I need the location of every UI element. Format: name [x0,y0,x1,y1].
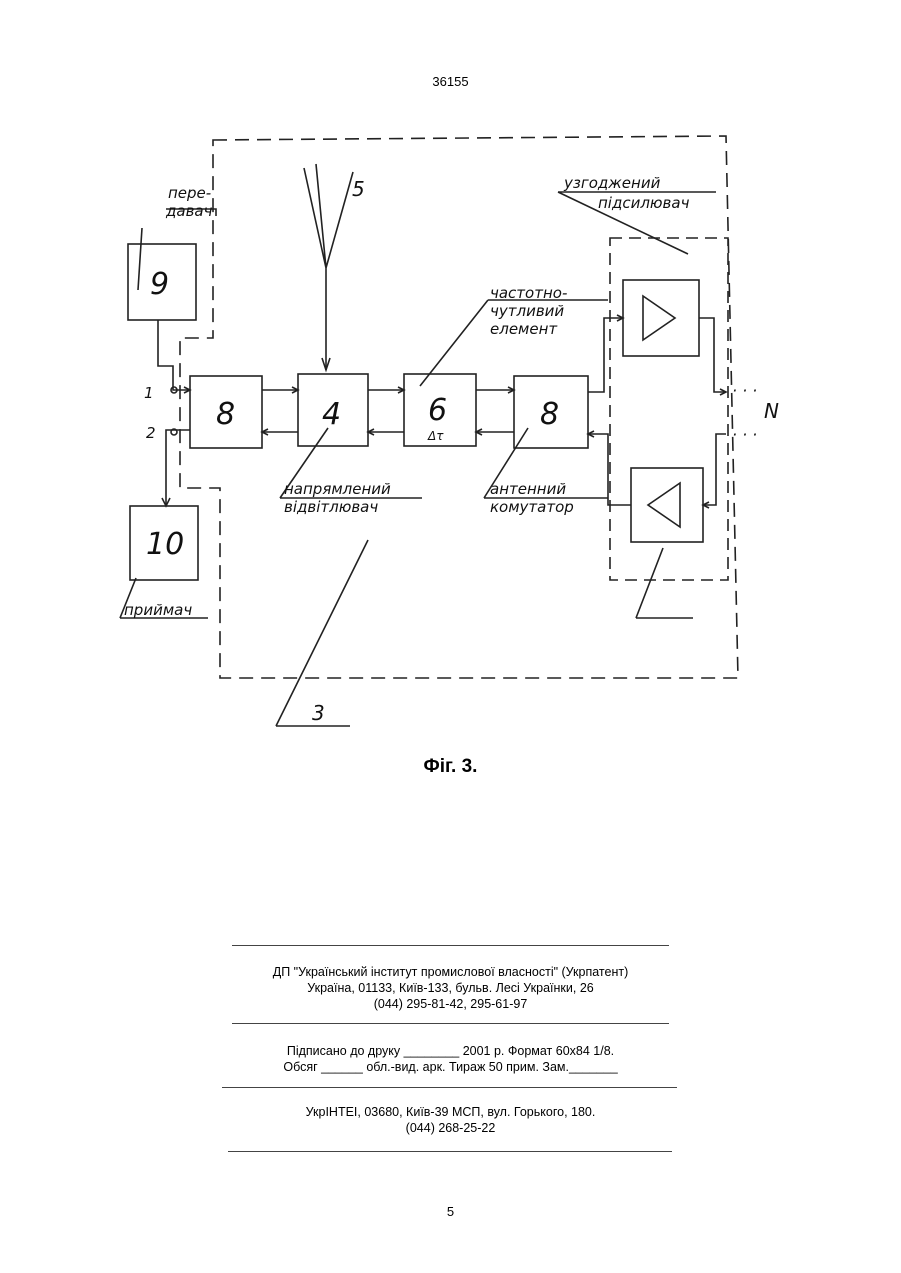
freq-element-label-line2: чутливий [490,302,564,320]
coupler-left-number: 8 [216,397,235,432]
port-1-label: 1 [144,384,154,402]
page-number-top: 36155 [0,74,901,89]
dir-coupler-label-line2: відвітлювач [284,498,378,516]
antenna-switch-number: 8 [540,397,559,432]
figure-caption: Фіг. 3. [0,756,901,778]
transmitter-label-line1: пере- [168,184,211,202]
freq-element-label-line3: елемент [490,320,558,338]
tx-amplifier-block [623,280,699,356]
receiver-label: приймач [124,601,192,619]
directional-coupler-number: 4 [322,397,341,432]
antenna-number: 5 [352,177,365,201]
publisher-line-2: Україна, 01133, Київ-133, бульв. Лесі Ук… [0,980,901,996]
frequency-element-subscript: Δτ [427,429,444,443]
receiver-number: 10 [146,527,184,562]
publisher-line-1: ДП "Український інститут промислової вла… [0,964,901,980]
block-diagram-figure: 9 10 8 4 6 Δτ 8 5 3 N 1 2 ··· ··· пере- … [108,108,793,728]
rx-amplifier-block [631,468,703,542]
tx-amplifier-triangle-icon [643,296,675,340]
publisher-line-3: (044) 295-81-42, 295-61-97 [0,996,901,1012]
matched-amplifier-label-line2: підсилювач [598,194,690,212]
svg-text:···: ··· [732,425,762,444]
matched-amplifier-label-line1: узгоджений [563,174,661,192]
divider-line [222,1087,677,1088]
rx-amplifier-triangle-icon [648,483,680,527]
freq-element-label-line1: частотно- [490,284,567,302]
antenna-symbol-icon [304,164,353,370]
port-2-label: 2 [146,424,156,442]
svg-text:···: ··· [732,381,762,400]
matched-amplifier-outline [610,238,728,580]
page-number-bottom: 5 [0,1204,901,1219]
ant-switch-label-line1: антенний [490,480,566,498]
divider-line [232,1023,669,1024]
dir-coupler-label-line1: напрямлений [284,480,391,498]
divider-line [232,945,669,946]
housing-outline [180,136,738,678]
housing-number: 3 [312,701,325,725]
print-line-2: Обсяг ______ обл.-вид. арк. Тираж 50 при… [0,1059,901,1075]
print-line-1: Підписано до друку ________ 2001 р. Форм… [0,1043,901,1059]
printer-line-1: УкрІНТЕІ, 03680, Київ-39 МСП, вул. Горьк… [0,1104,901,1120]
divider-line [228,1151,672,1152]
transmitter-number: 9 [150,267,169,302]
channels-label: N [764,399,779,423]
printer-line-2: (044) 268-25-22 [0,1120,901,1136]
ant-switch-label-line2: комутатор [490,498,574,516]
transmitter-label-line2: давач [165,202,213,220]
frequency-element-number: 6 [428,393,447,428]
